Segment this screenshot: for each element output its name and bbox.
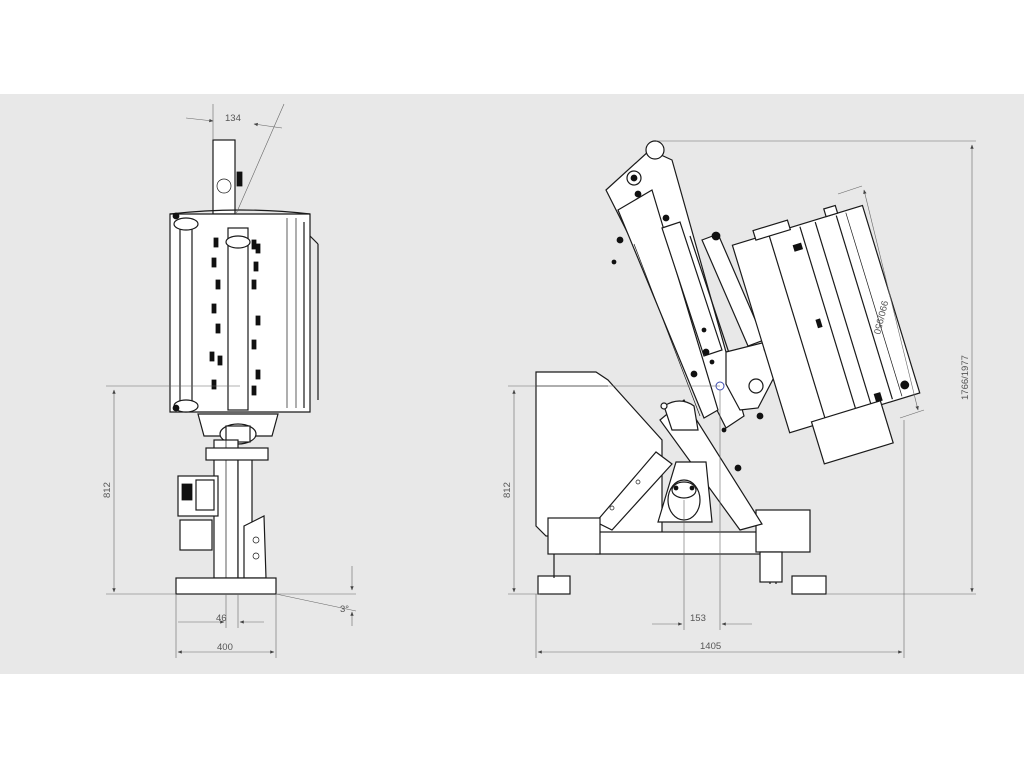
dim-angle-label: 3° — [340, 604, 349, 615]
front-view-dimensions: 134 812 46 400 3° — [102, 103, 357, 658]
dim-400-label: 400 — [217, 642, 233, 653]
dim-812-side-label: 812 — [502, 482, 513, 498]
dim-46-label: 46 — [216, 613, 227, 624]
dim-1766-1977-label: 1766/1977 — [960, 355, 971, 400]
front-view — [169, 139, 319, 595]
dim-153-label: 153 — [690, 613, 706, 624]
dim-134-label: 134 — [225, 113, 241, 124]
dim-812-front-label: 812 — [102, 482, 113, 498]
flail-knives — [209, 237, 261, 396]
dim-1405-label: 1405 — [700, 641, 721, 652]
